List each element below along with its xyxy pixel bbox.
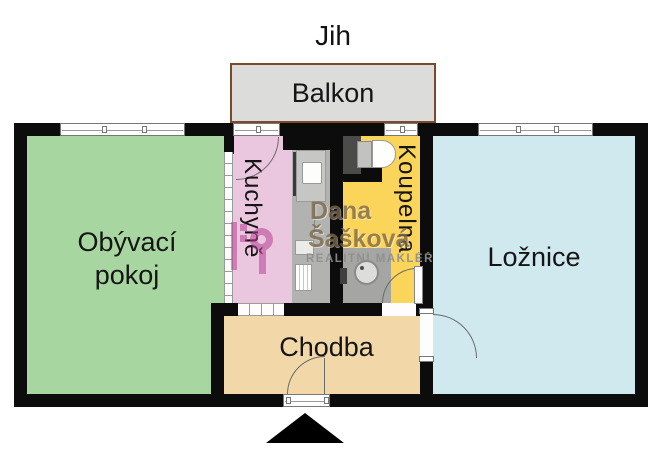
shower-dot (360, 266, 364, 270)
entrance-arrow-icon (266, 413, 344, 443)
logo-dot (240, 224, 247, 231)
window-tick (400, 126, 406, 133)
balkon-label: Balkon (291, 77, 375, 108)
window-tick (553, 126, 559, 133)
fridge-icon (295, 264, 312, 291)
agency-logo-key-icon (231, 220, 297, 276)
window-tick (255, 126, 261, 133)
window-tick (285, 397, 291, 404)
ventilation-shaft (343, 136, 361, 174)
counter-divider (314, 204, 315, 240)
logo-key-ring (250, 228, 273, 251)
window-tick (142, 126, 148, 133)
counter-edge (293, 152, 296, 196)
window-tick (516, 126, 522, 133)
bedroom-door-opening (420, 312, 433, 358)
toilet-icon (372, 140, 396, 168)
tap-icon (340, 268, 347, 284)
open-passage-kitchen-chodba (238, 303, 284, 316)
wall-stub-kitchen-left (224, 136, 234, 154)
watermark-first-name: Dana (310, 197, 372, 225)
bedroom-window (478, 123, 593, 136)
room-balkon: Balkon (230, 63, 436, 123)
watermark-subtitle: REALITNÍ MAKLÉŘ (306, 253, 434, 265)
window-tick (323, 397, 329, 404)
door-jamb (419, 356, 434, 362)
room-obyvaci-pokoj (27, 136, 224, 394)
door-jamb (419, 308, 434, 314)
bathroom-door-opening (382, 303, 416, 316)
watermark-last-name: Šašková (308, 225, 410, 253)
sink-icon (295, 240, 314, 255)
logo-dot (240, 235, 247, 242)
obyvaci-pokoj-label: Obývací pokoj (77, 227, 177, 290)
loznice-label: Ložnice (487, 242, 581, 272)
entrance-door-opening (283, 394, 330, 407)
wall-living-chodba (211, 303, 224, 394)
stove-icon (302, 162, 322, 184)
balcony-door-opening (233, 123, 280, 136)
toilet-cistern-icon (357, 141, 372, 168)
logo-key-stem (259, 250, 266, 274)
shower-drain-icon (354, 260, 379, 285)
window-tick (101, 126, 107, 133)
chodba-label: Chodba (279, 332, 374, 362)
koupelna-label: Koupelna (393, 144, 420, 254)
wall-above-counter (283, 136, 330, 150)
bathroom-window (384, 123, 418, 136)
living-room-window (60, 123, 185, 136)
orientation-label: Jih (315, 20, 351, 51)
logo-bar (231, 222, 237, 270)
bathroom-door-leaf (414, 266, 423, 304)
